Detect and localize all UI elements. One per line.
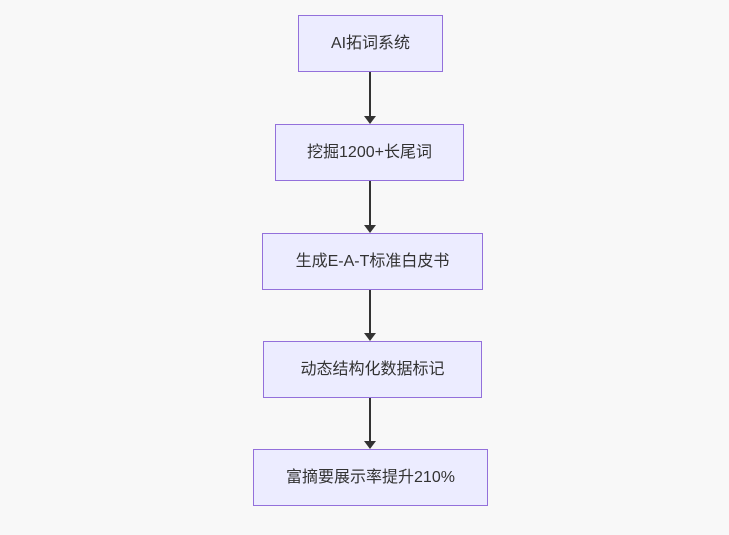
flow-node-label: AI拓词系统 (330, 34, 411, 52)
flow-node-eat-whitepaper: 生成E-A-T标准白皮书 (262, 233, 483, 290)
edge-line-4 (369, 398, 371, 442)
flow-node-label: 富摘要展示率提升210% (286, 468, 455, 486)
arrowhead-down-icon (364, 333, 376, 341)
flow-node-label: 生成E-A-T标准白皮书 (295, 252, 450, 270)
arrowhead-down-icon (364, 116, 376, 124)
flow-node-longtail-mining: 挖掘1200+长尾词 (275, 124, 464, 181)
flow-node-label: 动态结构化数据标记 (300, 360, 445, 378)
edge-line-1 (369, 72, 371, 117)
arrowhead-down-icon (364, 441, 376, 449)
flow-node-ai-keyword-system: AI拓词系统 (298, 15, 443, 72)
flow-node-structured-data: 动态结构化数据标记 (263, 341, 482, 398)
edge-line-3 (369, 290, 371, 334)
flow-node-label: 挖掘1200+长尾词 (307, 143, 432, 161)
flow-node-rich-snippet-result: 富摘要展示率提升210% (253, 449, 488, 506)
arrowhead-down-icon (364, 225, 376, 233)
edge-line-2 (369, 181, 371, 226)
